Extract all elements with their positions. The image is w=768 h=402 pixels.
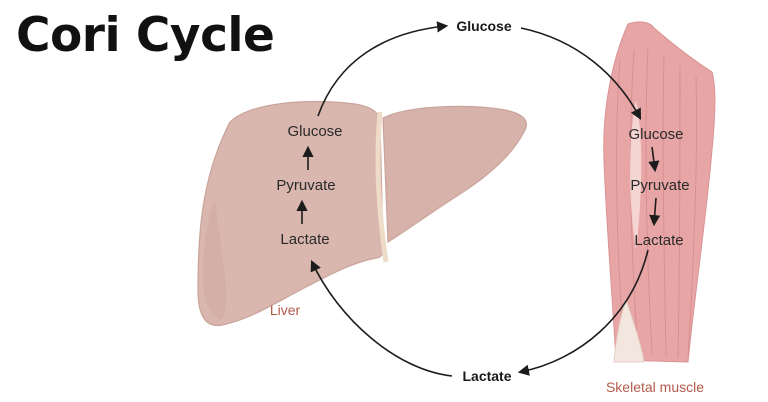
liver-label: Liver <box>270 302 301 318</box>
liver-ligament <box>375 111 389 263</box>
arrow-liver-to-glucose <box>317 21 449 117</box>
transport-glucose-label: Glucose <box>456 18 511 34</box>
liver-shade <box>203 200 227 320</box>
page-title: Cori Cycle <box>16 8 275 63</box>
muscle-highlight <box>630 100 642 250</box>
muscle-step-pyruvate: Pyruvate <box>630 177 689 194</box>
muscle-tendon-bottom <box>613 298 645 363</box>
arrow-glucose-to-muscle <box>520 27 642 120</box>
arrow-lactate-to-liver <box>310 259 453 377</box>
muscle-steps: Glucose Pyruvate Lactate Skeletal muscle <box>606 126 704 395</box>
muscle-step-glucose: Glucose <box>628 126 683 143</box>
liver-step-glucose: Glucose <box>287 123 342 140</box>
muscle-step-lactate: Lactate <box>634 232 683 249</box>
transport-lactate-label: Lactate <box>462 368 511 384</box>
muscle-label: Skeletal muscle <box>606 379 704 395</box>
liver-step-lactate: Lactate <box>280 231 329 248</box>
liver-illustration <box>197 101 527 326</box>
arrow-muscle-to-lactate <box>517 249 649 376</box>
liver-right-lobe <box>197 101 384 326</box>
cycle-arrows <box>310 21 649 377</box>
liver-step-pyruvate: Pyruvate <box>276 177 335 194</box>
arrow-pyruvate-to-lactate <box>649 197 661 227</box>
liver-steps: Glucose Pyruvate Lactate Liver <box>270 123 343 318</box>
arrow-glucose-to-pyruvate <box>648 146 660 173</box>
liver-left-lobe <box>382 105 527 244</box>
